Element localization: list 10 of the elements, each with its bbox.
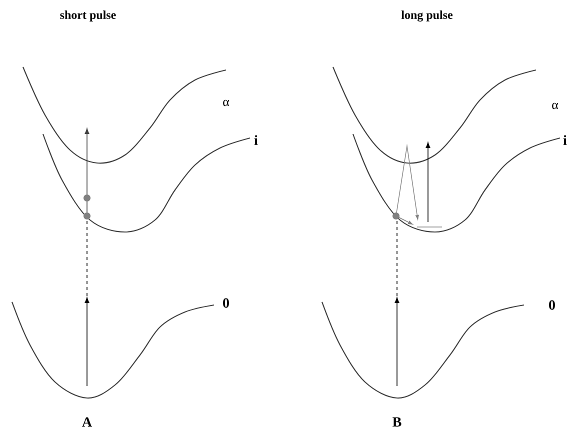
panel-label: B [392,417,402,427]
state-label: α [552,102,558,110]
label-heading: short pulse [60,10,116,22]
state-label: i [254,135,258,145]
state-label: α [223,100,230,106]
state-label: 0 [549,300,555,310]
state-label: 0 [223,298,229,308]
label-heading: long pulse [401,10,453,22]
state-label: i [563,135,567,145]
panel-label: A [82,417,92,427]
